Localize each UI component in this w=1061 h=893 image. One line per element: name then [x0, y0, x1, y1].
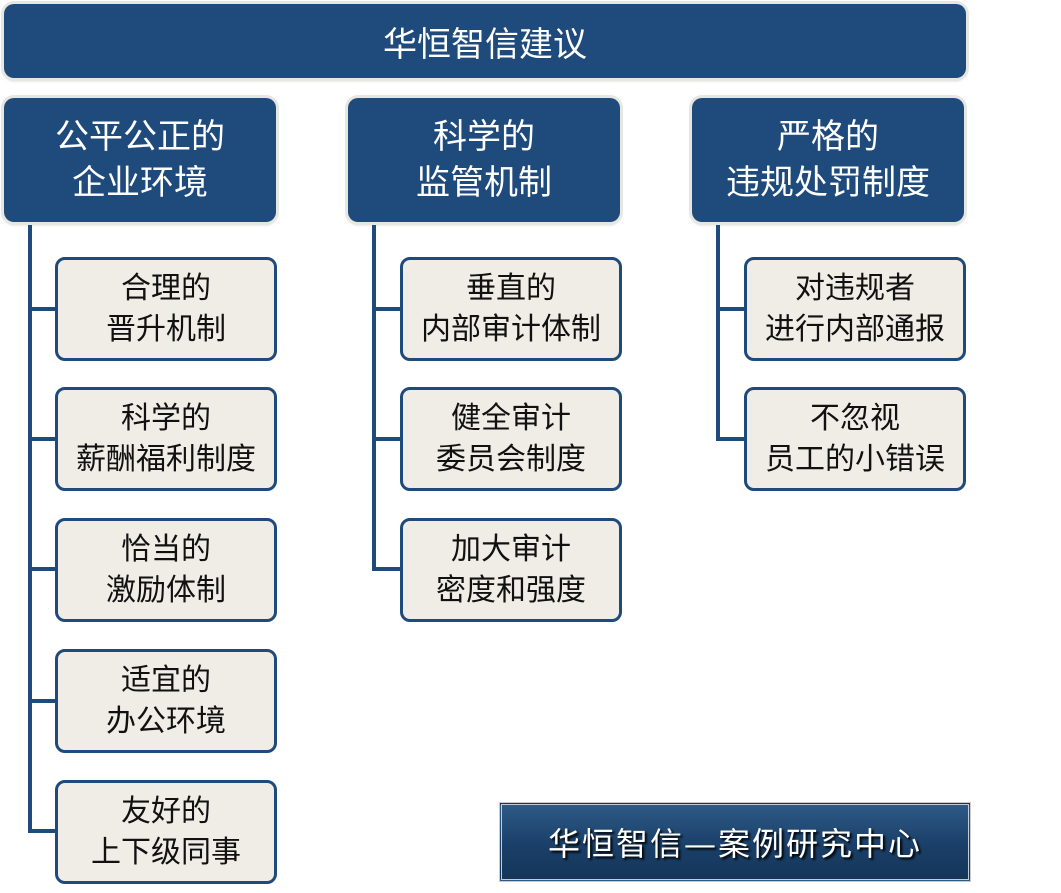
connector-branch: [28, 437, 56, 441]
connector-trunk-3: [716, 225, 720, 441]
item-small-mistakes: 不忽视 员工的小错误: [744, 387, 966, 491]
connector-branch: [28, 307, 56, 311]
item-promotion-mechanism: 合理的 晋升机制: [55, 257, 277, 361]
item-compensation-system: 科学的 薪酬福利制度: [55, 387, 277, 491]
connector-branch: [28, 829, 56, 833]
connector-branch: [28, 699, 56, 703]
item-incentive-system: 恰当的 激励体制: [55, 518, 277, 622]
item-internal-audit: 垂直的 内部审计体制: [400, 257, 622, 361]
item-audit-intensity: 加大审计 密度和强度: [400, 518, 622, 622]
connector-branch: [372, 307, 400, 311]
category-supervision: 科学的 监管机制: [348, 98, 620, 222]
connector-branch: [372, 437, 400, 441]
footer-logo: 华恒智信—案例研究中心: [499, 802, 971, 882]
diagram-title: 华恒智信建议: [4, 4, 966, 78]
connector-trunk-1: [28, 225, 32, 833]
item-office-environment: 适宜的 办公环境: [55, 649, 277, 753]
item-internal-notice: 对违规者 进行内部通报: [744, 257, 966, 361]
item-audit-committee: 健全审计 委员会制度: [400, 387, 622, 491]
connector-branch: [716, 437, 744, 441]
connector-branch: [716, 307, 744, 311]
category-penalty-system: 严格的 违规处罚制度: [692, 98, 964, 222]
connector-trunk-2: [372, 225, 376, 571]
item-friendly-colleagues: 友好的 上下级同事: [55, 780, 277, 884]
connector-branch: [28, 567, 56, 571]
category-fair-environment: 公平公正的 企业环境: [4, 98, 276, 222]
connector-branch: [372, 567, 400, 571]
